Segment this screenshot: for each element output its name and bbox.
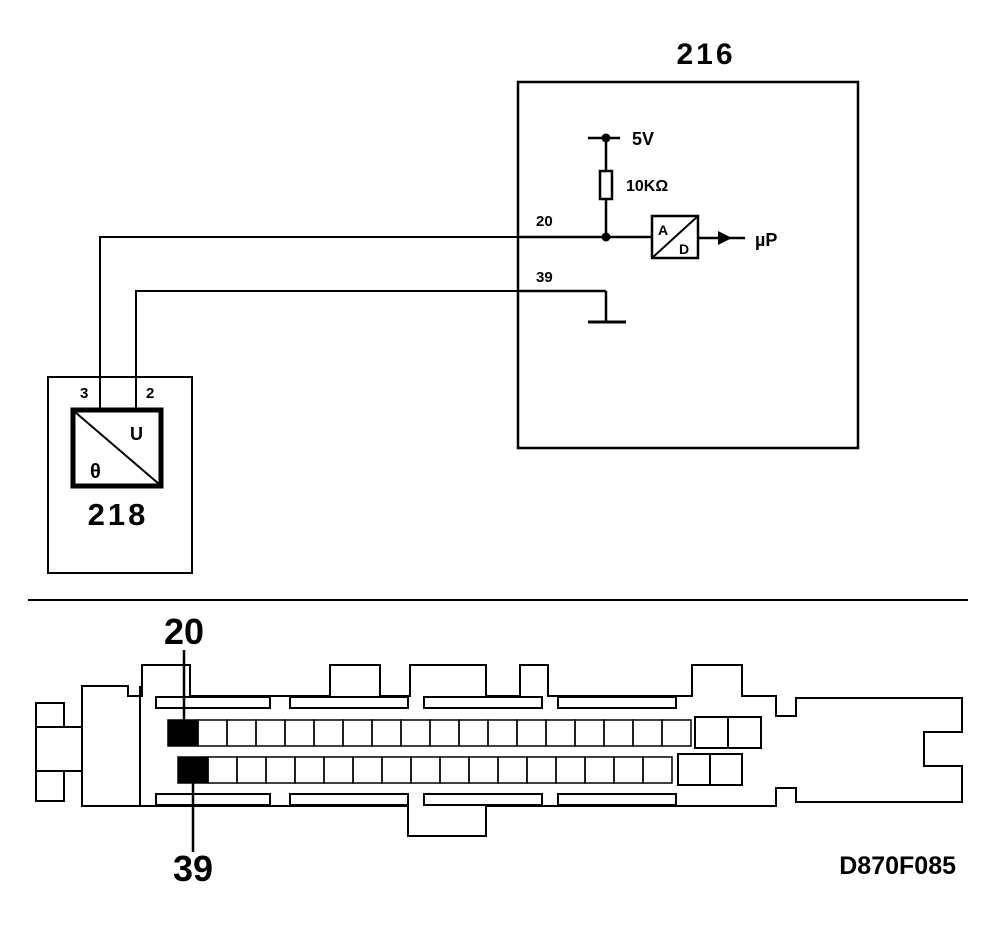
connector-housing bbox=[81, 664, 963, 837]
pullup-resistor bbox=[598, 169, 614, 201]
connector-view: 20 39 bbox=[35, 611, 963, 889]
resistor-label: 10KΩ bbox=[626, 178, 668, 195]
pin-39-callout: 39 bbox=[173, 848, 213, 889]
sensor-pin-2-label: 2 bbox=[146, 385, 154, 402]
ad-converter: A D bbox=[650, 214, 700, 260]
sensor-output-symbol: U bbox=[130, 424, 143, 444]
sensor-input-symbol: θ bbox=[90, 461, 101, 483]
harness-wires bbox=[99, 236, 518, 377]
supply-label: 5V bbox=[632, 129, 654, 149]
ecu-block: 216 5V 10KΩ 20 A D µP 39 bbox=[516, 38, 860, 450]
output-arrow-icon bbox=[718, 231, 732, 245]
adc-d-label: D bbox=[679, 241, 689, 257]
sensor-pin-3-label: 3 bbox=[80, 385, 88, 402]
figure-code: D870F085 bbox=[839, 852, 956, 880]
pin-20-label: 20 bbox=[536, 213, 553, 230]
sensor-id-label: 218 bbox=[88, 497, 149, 532]
adc-a-label: A bbox=[658, 222, 668, 238]
ecu-id-label: 216 bbox=[676, 38, 735, 71]
bottom-pin-row bbox=[177, 753, 743, 786]
sensor-block: 3 2 U θ 218 bbox=[47, 376, 193, 574]
top-pin-row bbox=[167, 716, 762, 749]
temperature-transducer-icon: U θ bbox=[70, 407, 164, 489]
pin-39-label: 39 bbox=[536, 269, 553, 286]
pin-20-callout: 20 bbox=[164, 611, 204, 652]
microprocessor-label: µP bbox=[755, 230, 777, 250]
